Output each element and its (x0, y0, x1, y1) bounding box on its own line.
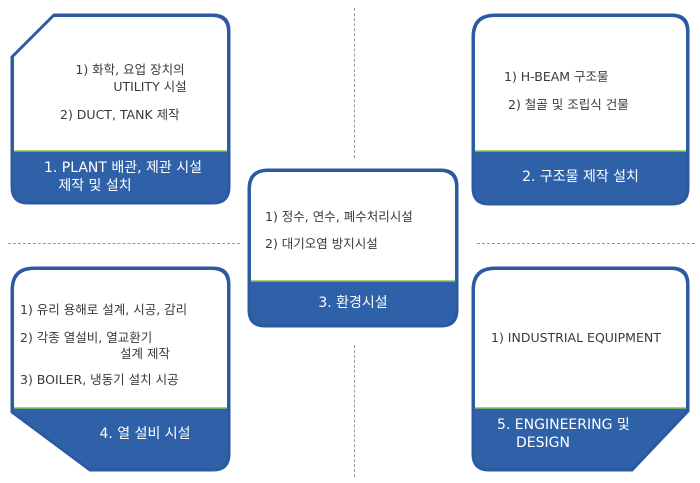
plant-item-1: 1) 화학, 요업 장치의 (75, 62, 185, 77)
environment-title: 3. 환경시설 (318, 295, 388, 311)
thermal-item-3: 3) BOILER, 냉동기 설치 시공 (20, 372, 179, 387)
plant-card-body (14, 17, 227, 151)
thermal-card-body (14, 270, 227, 408)
plant-item-1-cont: UTILITY 시설 (113, 79, 187, 94)
vertical-divider-top (354, 8, 355, 158)
engineering-title-line-1: 5. ENGINEERING 및 (497, 417, 630, 433)
plant-title-line-2: 제작 및 설치 (58, 178, 132, 194)
thermal-title: 4. 열 설비 시설 (99, 426, 191, 442)
thermal-item-2: 2) 각종 열설비, 열교환기 (20, 330, 153, 345)
environment-item-1: 1) 정수, 연수, 폐수처리시설 (265, 209, 413, 224)
structure-card-body (475, 17, 686, 151)
structure-title: 2. 구조물 제작 설치 (522, 169, 639, 185)
engineering-title-line-2: DESIGN (516, 435, 570, 451)
structure-item-1: 1) H-BEAM 구조물 (504, 69, 609, 84)
vertical-divider-bottom (354, 345, 355, 477)
plant-item-2: 2) DUCT, TANK 제작 (60, 107, 180, 122)
thermal-item-1: 1) 유리 용해로 설계, 시공, 감리 (20, 302, 188, 317)
environment-card-body (251, 172, 455, 281)
engineering-item-1: 1) INDUSTRIAL EQUIPMENT (491, 330, 661, 345)
horizontal-divider-right (477, 243, 695, 244)
horizontal-divider-left (8, 243, 240, 244)
plant-title-line-1: 1. PLANT 배관, 제관 시설 (43, 160, 203, 176)
structure-item-2: 2) 철골 및 조립식 건물 (508, 97, 629, 112)
environment-item-2: 2) 대기오염 방지시설 (265, 236, 378, 251)
thermal-item-2-cont: 설계 제작 (120, 346, 170, 361)
engineering-card-body (475, 270, 686, 408)
